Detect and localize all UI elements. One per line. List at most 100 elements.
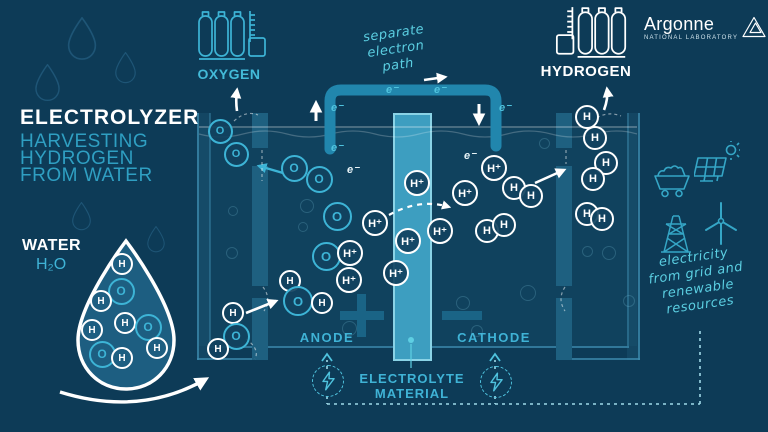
- hydrogen-atom: H: [207, 338, 229, 360]
- page-subtitle-3: FROM WATER: [20, 165, 153, 186]
- oxygen-tanks-icon: [198, 11, 266, 60]
- hydrogen-atom: H: [583, 126, 607, 150]
- bubble: [581, 245, 593, 257]
- proton-ion: H⁺: [336, 267, 362, 293]
- oxygen-atom: O: [207, 118, 233, 144]
- argonne-logo-subtitle: NATIONAL LABORATORY: [644, 35, 739, 41]
- hydrogen-atom: H: [519, 184, 543, 208]
- hydrogen-up-arrow: [602, 86, 614, 111]
- background-droplet: [114, 52, 137, 84]
- vessel-left-chamber-floor: [197, 358, 268, 360]
- hydrogen-atom: H: [114, 312, 136, 334]
- hydrogen-tanks-icon: [555, 7, 627, 58]
- proton-ion: H⁺: [427, 218, 453, 244]
- cathode-power-bolt: [480, 366, 512, 398]
- electron-label: e⁻: [499, 102, 511, 114]
- vessel-right-chamber-floor: [556, 358, 640, 360]
- proton-ion: H⁺: [404, 170, 430, 196]
- hydrogen-atom: H: [111, 253, 133, 275]
- page-subtitle-1: HARVESTING: [20, 131, 149, 152]
- anode-label: ANODE: [299, 330, 355, 345]
- electron-path-annotation: separate electron path: [341, 19, 451, 81]
- lightning-icon: [321, 371, 335, 391]
- hydrogen-atom: H: [311, 292, 333, 314]
- electron-label: e⁻: [386, 84, 398, 96]
- oxygen-atom: O: [322, 201, 352, 231]
- oxygen-atom: O: [305, 165, 333, 193]
- oxygen-label: OXYGEN: [197, 66, 261, 82]
- water-label: WATER: [22, 237, 82, 254]
- bubble: [471, 325, 483, 337]
- proton-ion: H⁺: [481, 155, 507, 181]
- hydrogen-atom: H: [90, 290, 112, 312]
- oxygen-atom: O: [107, 277, 135, 305]
- bubble: [226, 247, 238, 259]
- bubble: [298, 222, 308, 232]
- argonne-logo-text: Argonne: [644, 14, 715, 34]
- vessel-left-wall-inner-line: [209, 113, 211, 346]
- proton-ion: H⁺: [395, 228, 421, 254]
- wind-turbine-icon: [705, 202, 737, 245]
- hydrogen-atom: H: [81, 319, 103, 341]
- anode-power-bolt: [312, 365, 344, 397]
- argonne-triangle-icon: [742, 16, 766, 38]
- page-subtitle-2: HYDROGEN: [20, 148, 134, 169]
- anode-plate-middle: [252, 166, 268, 286]
- cathode-plate-top: [556, 113, 572, 148]
- oxygen-atom: O: [280, 154, 308, 182]
- hydrogen-atom: H: [222, 302, 244, 324]
- electron-label: e⁻: [434, 84, 446, 96]
- lightning-icon: [489, 372, 503, 392]
- vessel-right-wall-outer-line: [638, 113, 640, 360]
- vessel-right-wall-inner-line: [627, 113, 629, 346]
- background-droplet: [33, 64, 62, 102]
- vessel-left-wall-outer-line: [197, 113, 199, 360]
- background-droplet: [146, 226, 166, 253]
- proton-ion: H⁺: [337, 240, 363, 266]
- bubble: [228, 206, 238, 216]
- hydrogen-label: HYDROGEN: [540, 63, 632, 80]
- minus-sign: [442, 311, 482, 320]
- vessel-left-wall: [197, 113, 210, 360]
- oxygen-atom: O: [223, 141, 249, 167]
- anode-plate-top: [252, 113, 268, 148]
- solar-panel-icon: [694, 141, 740, 182]
- electron-label: e⁻: [464, 150, 476, 162]
- oxygen-atom: O: [134, 313, 162, 341]
- water-formula: H₂O: [36, 256, 67, 273]
- electrolyte-label-line1: ELECTROLYTE: [359, 371, 465, 386]
- bubble: [300, 199, 314, 213]
- bubble: [623, 295, 635, 307]
- bubble: [602, 246, 616, 260]
- hydrogen-atom: H: [581, 167, 605, 191]
- anode-plate-bottom: [252, 298, 268, 360]
- electron-path-label-arrow: [423, 72, 448, 84]
- cathode-label: CATHODE: [457, 330, 531, 345]
- proton-ion: H⁺: [452, 180, 478, 206]
- electron-label: e⁻: [331, 142, 343, 154]
- background-droplet: [71, 202, 92, 231]
- electrolyte-label: ELECTROLYTE MATERIAL: [352, 371, 472, 401]
- bubble: [456, 296, 470, 310]
- oxygen-atom: O: [311, 241, 341, 271]
- bubble: [538, 137, 550, 149]
- proton-ion: H⁺: [383, 260, 409, 286]
- electron-label: e⁻: [331, 102, 343, 114]
- electrolyte-label-line2: MATERIAL: [374, 386, 450, 401]
- plus-sign-vertical: [357, 294, 366, 337]
- oxygen-up-arrow: [230, 87, 242, 112]
- hydrogen-atom: H: [492, 213, 516, 237]
- bubble: [341, 320, 357, 336]
- bubble: [520, 285, 536, 301]
- oxygen-atom: O: [222, 322, 250, 350]
- hydrogen-atom: H: [590, 207, 614, 231]
- proton-ion: H⁺: [362, 210, 388, 236]
- hydrogen-atom: H: [111, 347, 133, 369]
- electron-label: e⁻: [347, 164, 359, 176]
- page-title: ELECTROLYZER: [20, 106, 200, 129]
- electricity-annotation: electricity from grid and renewable reso…: [620, 240, 768, 324]
- power-tower-icon: [661, 215, 691, 253]
- oxygen-atom: O: [283, 286, 313, 316]
- hydrogen-atom: H: [146, 337, 168, 359]
